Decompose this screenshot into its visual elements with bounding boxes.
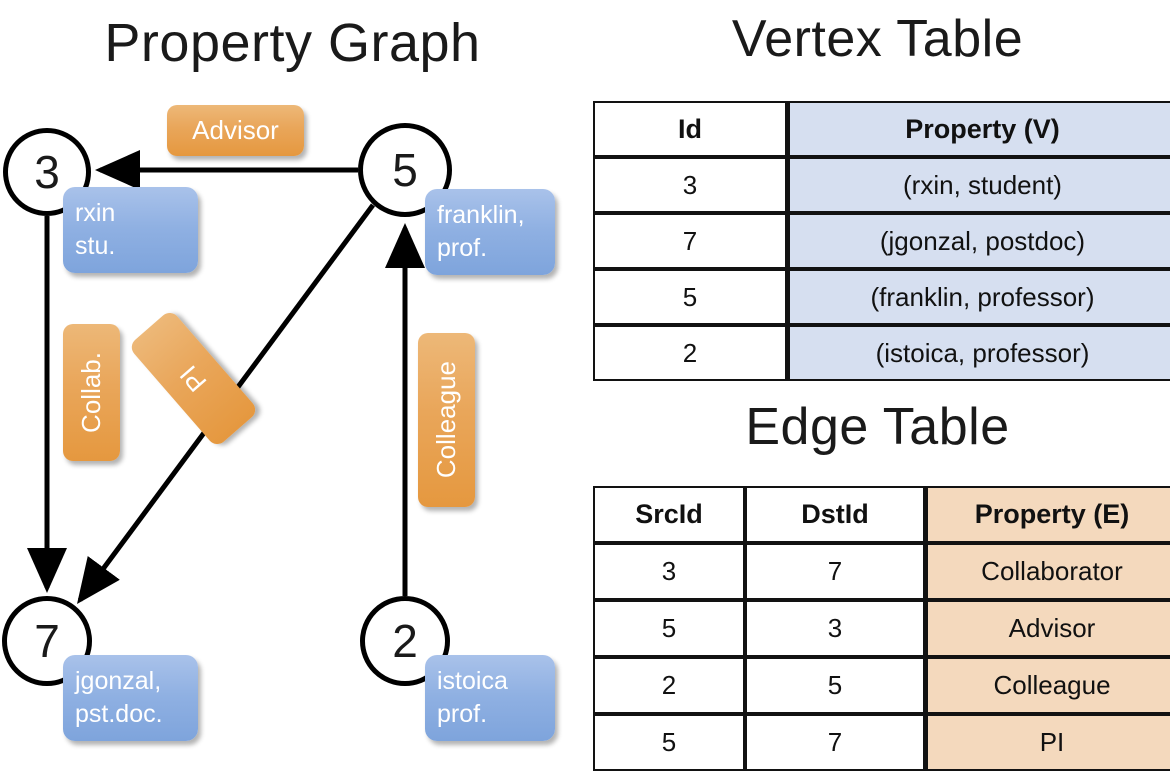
vertex-cell-id: 3 <box>593 157 787 213</box>
edge-table-header-dstid: DstId <box>745 486 925 543</box>
vertex-property-franklin-line2: prof. <box>437 234 488 262</box>
graph-node-7-label: 7 <box>34 615 60 667</box>
vertex-property-rxin[interactable]: rxin stu. <box>63 187 198 273</box>
vertex-table: Id Property (V) 3 (rxin, student) 7 (jgo… <box>593 101 1170 381</box>
vertex-property-istoica-line2: prof. <box>437 700 488 728</box>
vertex-property-franklin[interactable]: franklin, prof. <box>425 189 555 275</box>
vertex-cell-property: (istoica, professor) <box>787 325 1170 381</box>
table-row[interactable]: 2 5 Colleague <box>593 657 1170 714</box>
vertex-cell-id: 2 <box>593 325 787 381</box>
graph-node-5-label: 5 <box>392 144 418 196</box>
vertex-cell-property: (jgonzal, postdoc) <box>787 213 1170 269</box>
table-row[interactable]: 3 7 Collaborator <box>593 543 1170 600</box>
edge-label-pi-text: PI <box>173 359 213 398</box>
vertex-property-jgonzal-line1: jgonzal, <box>75 667 162 695</box>
table-row[interactable]: 5 (franklin, professor) <box>593 269 1170 325</box>
table-row[interactable]: 5 3 Advisor <box>593 600 1170 657</box>
edge-cell-property: Advisor <box>925 600 1170 657</box>
table-row[interactable]: 7 (jgonzal, postdoc) <box>593 213 1170 269</box>
vertex-property-rxin-line1: rxin <box>75 199 116 227</box>
vertex-property-franklin-line1: franklin, <box>437 201 525 229</box>
vertex-property-istoica[interactable]: istoica prof. <box>425 655 555 741</box>
edge-cell-dst: 3 <box>745 600 925 657</box>
vertex-table-header-id: Id <box>593 101 787 157</box>
table-row[interactable]: 5 7 PI <box>593 714 1170 771</box>
edge-table: SrcId DstId Property (E) 3 7 Collaborato… <box>593 486 1170 771</box>
edge-cell-dst: 5 <box>745 657 925 714</box>
edge-cell-property: Collaborator <box>925 543 1170 600</box>
edge-label-collab[interactable]: Collab. <box>63 324 120 461</box>
graph-node-2[interactable]: 2 <box>360 596 450 686</box>
edge-table-header-property: Property (E) <box>925 486 1170 543</box>
vertex-property-istoica-line1: istoica <box>437 667 508 695</box>
edge-cell-dst: 7 <box>745 543 925 600</box>
edge-cell-dst: 7 <box>745 714 925 771</box>
vertex-cell-property: (rxin, student) <box>787 157 1170 213</box>
table-row[interactable]: 3 (rxin, student) <box>593 157 1170 213</box>
edge-cell-src: 5 <box>593 714 745 771</box>
vertex-cell-id: 5 <box>593 269 787 325</box>
edge-cell-property: PI <box>925 714 1170 771</box>
edge-cell-src: 2 <box>593 657 745 714</box>
edge-table-header-srcid: SrcId <box>593 486 745 543</box>
edge-cell-src: 3 <box>593 543 745 600</box>
edge-cell-src: 5 <box>593 600 745 657</box>
vertex-table-header-row: Id Property (V) <box>593 101 1170 157</box>
edge-label-collab-text: Collab. <box>76 352 106 433</box>
edge-label-advisor[interactable]: Advisor <box>167 105 304 156</box>
page-title-vertex-table: Vertex Table <box>731 10 1024 68</box>
graph-node-2-label: 2 <box>392 615 418 667</box>
edge-label-colleague-text: Colleague <box>431 361 461 479</box>
edge-cell-property: Colleague <box>925 657 1170 714</box>
vertex-property-jgonzal[interactable]: jgonzal, pst.doc. <box>63 655 198 741</box>
page-title-property-graph: Property Graph <box>104 13 481 73</box>
vertex-property-jgonzal-line2: pst.doc. <box>75 700 163 728</box>
graph-node-3-label: 3 <box>34 146 60 198</box>
page-title-edge-table: Edge Table <box>745 398 1010 456</box>
graph-node-5[interactable]: 5 <box>358 123 452 217</box>
vertex-cell-id: 7 <box>593 213 787 269</box>
edge-label-advisor-text: Advisor <box>192 115 279 145</box>
edge-table-header-row: SrcId DstId Property (E) <box>593 486 1170 543</box>
table-row[interactable]: 2 (istoica, professor) <box>593 325 1170 381</box>
vertex-cell-property: (franklin, professor) <box>787 269 1170 325</box>
vertex-table-header-property: Property (V) <box>787 101 1170 157</box>
edge-label-colleague[interactable]: Colleague <box>418 333 475 507</box>
property-graph-diagram: 3 5 7 2 rxin stu. franklin, prof. jgonza… <box>0 0 585 760</box>
vertex-property-rxin-line2: stu. <box>75 232 116 260</box>
